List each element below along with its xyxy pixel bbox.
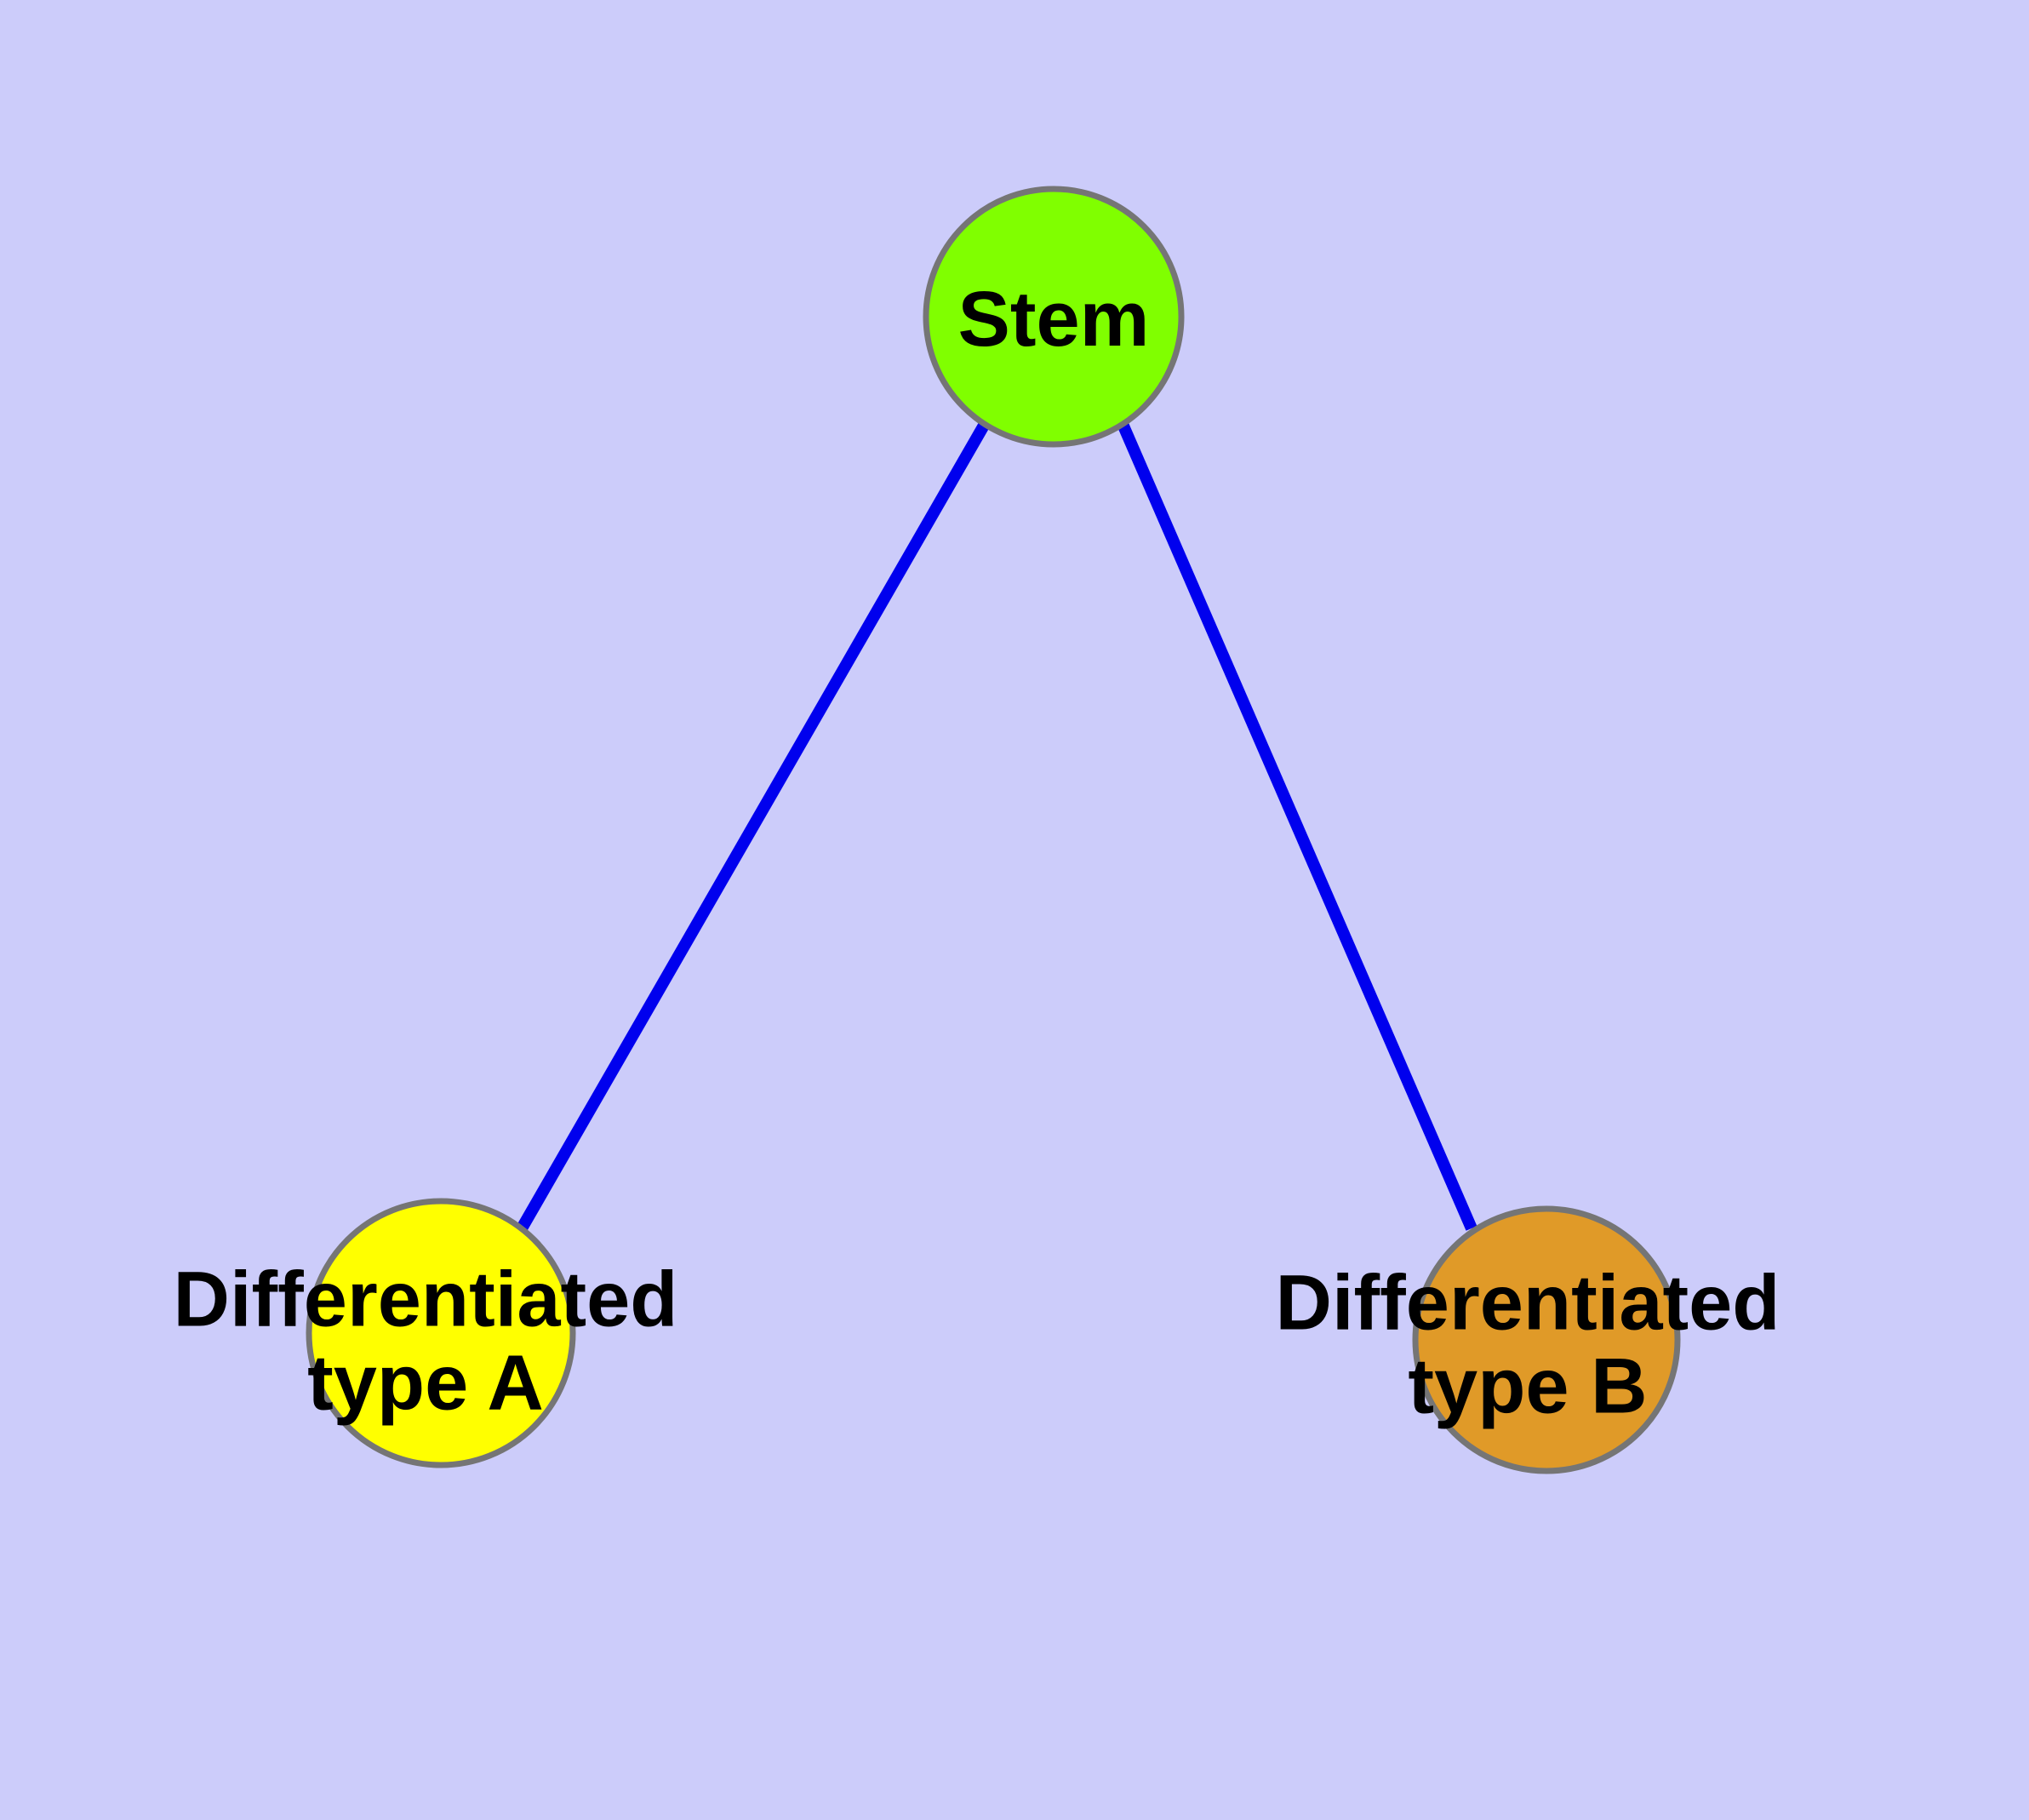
node-differentiated-type-b[interactable] [1412, 1205, 1681, 1474]
edge-stem-to-differentiated-type-a[interactable] [516, 421, 991, 1232]
edge-stem-to-differentiated-type-b[interactable] [1117, 421, 1477, 1231]
node-layer [306, 186, 1681, 1474]
edge-layer [516, 421, 1477, 1232]
node-differentiated-type-a[interactable] [306, 1198, 576, 1468]
node-stem[interactable] [923, 186, 1185, 448]
